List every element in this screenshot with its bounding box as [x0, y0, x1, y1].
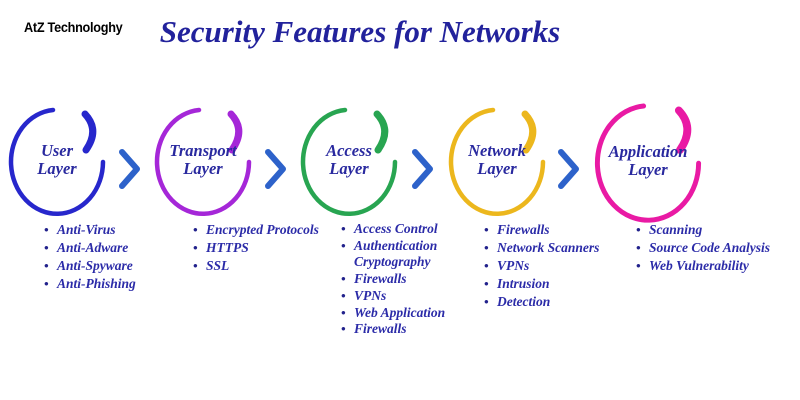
- chevron-right-icon: [265, 149, 286, 189]
- list-item: Web Vulnerability: [636, 257, 798, 275]
- list-item: HTTPS: [193, 239, 345, 257]
- list-item: Access Control: [341, 221, 457, 238]
- network-layer-ring-icon: [448, 107, 546, 216]
- transport-layer-feature-list: Encrypted Protocols HTTPS SSL: [193, 221, 345, 275]
- access-layer-ring-icon: [300, 107, 398, 216]
- list-item: Firewalls: [341, 271, 457, 288]
- list-item: Detection: [484, 293, 624, 311]
- network-layer-feature-list: Firewalls Network Scanners VPNs Intrusio…: [484, 221, 624, 311]
- list-item: Encrypted Protocols: [193, 221, 345, 239]
- application-layer-ring-icon: [594, 103, 702, 223]
- list-item: VPNs: [484, 257, 624, 275]
- chevron-right-icon: [412, 149, 433, 189]
- chevron-right-icon: [119, 149, 140, 189]
- brand-logo: AtZ Technologhy: [24, 20, 123, 35]
- list-item: Network Scanners: [484, 239, 624, 257]
- list-item: Anti-Virus: [44, 221, 176, 239]
- access-layer-feature-list: Access Control Authentication Cryptograp…: [341, 221, 457, 338]
- application-layer-feature-list: Scanning Source Code Analysis Web Vulner…: [636, 221, 798, 275]
- list-item: Firewalls: [341, 321, 457, 338]
- transport-layer-ring-icon: [154, 107, 252, 216]
- layer-user: User Layer: [2, 100, 112, 220]
- layer-network: Network Layer: [442, 100, 552, 220]
- list-item: Scanning: [636, 221, 798, 239]
- list-item: Anti-Phishing: [44, 275, 176, 293]
- list-item: Firewalls: [484, 221, 624, 239]
- list-item: VPNs: [341, 288, 457, 305]
- list-item: SSL: [193, 257, 345, 275]
- layer-transport: Transport Layer: [148, 100, 258, 220]
- list-item: Anti-Spyware: [44, 257, 176, 275]
- user-layer-feature-list: Anti-Virus Anti-Adware Anti-Spyware Anti…: [44, 221, 176, 293]
- list-item: Source Code Analysis: [636, 239, 798, 257]
- list-item: Intrusion: [484, 275, 624, 293]
- list-item: Web Application: [341, 305, 457, 322]
- layer-access: Access Layer: [294, 100, 404, 220]
- list-item: Anti-Adware: [44, 239, 176, 257]
- list-item: Authentication Cryptography: [341, 238, 457, 271]
- page-title: Security Features for Networks: [159, 14, 561, 49]
- user-layer-ring-icon: [8, 107, 106, 216]
- chevron-right-icon: [558, 149, 579, 189]
- layer-application: Application Layer: [586, 95, 710, 227]
